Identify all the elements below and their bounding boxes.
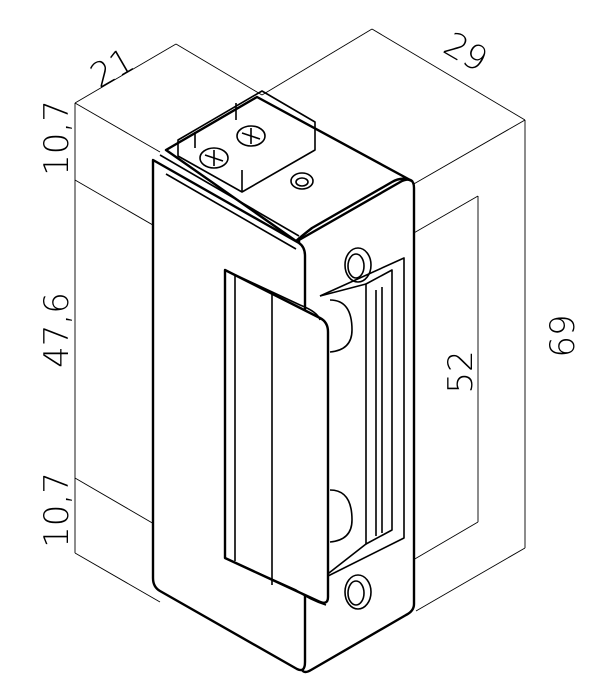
dimension-top-offset: 10,7 — [37, 100, 77, 176]
screw-right-icon — [236, 125, 266, 147]
dimension-bottom-offset: 10,7 — [37, 472, 77, 548]
strike-body — [151, 90, 416, 674]
dimension-total-height: 69 — [543, 314, 583, 357]
screw-left-icon — [199, 147, 229, 169]
dimension-middle-length: 47,6 — [37, 292, 77, 368]
top-hole-icon — [290, 172, 314, 190]
dimension-lines — [74, 28, 526, 612]
dimension-width-top: 21 — [84, 40, 141, 96]
lower-mounting-hole-icon — [344, 574, 372, 610]
dimension-hole-spacing: 52 — [441, 350, 481, 393]
upper-mounting-hole-icon — [344, 247, 372, 283]
